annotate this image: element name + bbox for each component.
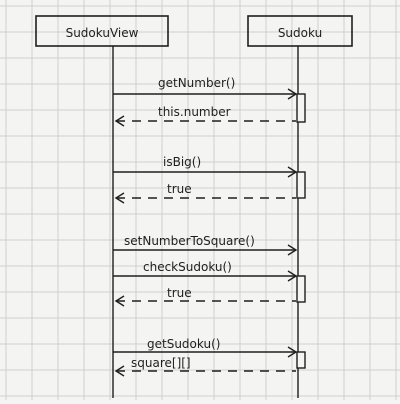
message-label-square: square[][] [131,356,191,370]
message-label-getnumber: getNumber() [158,76,235,90]
participant-sudoku: Sudoku [247,15,353,398]
participant-label-sudokuview: SudokuView [66,26,139,40]
message-return-this-number: this.number [114,105,296,127]
arrowhead-right-icon [287,244,298,256]
arrowhead-left-icon [114,365,125,377]
message-label-true-2: true [167,286,192,300]
message-label-getsudoku: getSudoku() [147,337,220,351]
participant-box-sudokuview [35,15,169,47]
message-getsudoku: getSudoku() [113,337,298,358]
message-return-square: square[][] [114,356,296,377]
message-getnumber: getNumber() [113,76,298,100]
participant-label-sudoku: Sudoku [278,26,322,40]
message-label-checksudoku: checkSudoku() [143,260,232,274]
activation-bar-isbig [296,171,306,199]
arrowhead-right-icon [287,270,298,282]
message-label-true-1: true [167,182,192,196]
participant-box-sudoku [247,15,353,47]
arrowhead-left-icon [114,295,125,307]
message-label-setnumbertosquare: setNumberToSquare() [124,234,255,248]
message-label-this-number: this.number [158,105,231,119]
message-setnumbertosquare: setNumberToSquare() [113,234,298,256]
arrowhead-right-icon [287,88,298,100]
message-checksudoku: checkSudoku() [113,260,298,282]
activation-bar-getnumber [296,93,306,123]
activation-bar-checksudoku [296,275,306,303]
message-label-isbig: isBig() [163,155,201,169]
arrowhead-right-icon [287,346,298,358]
arrowhead-left-icon [114,115,125,127]
message-isbig: isBig() [113,155,298,178]
activation-bar-getsudoku [296,351,306,369]
message-return-true-2: true [114,286,296,307]
arrowhead-left-icon [114,192,125,204]
message-return-true-1: true [114,182,296,204]
arrowhead-right-icon [287,166,298,178]
participant-sudokuview: SudokuView [35,15,169,398]
